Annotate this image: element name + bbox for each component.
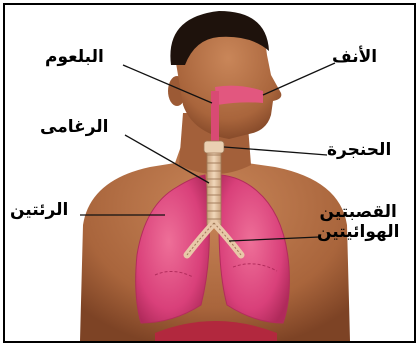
diagram-frame: الأنف البلعوم الرغامى الحنجرة الرئتين ال… bbox=[3, 3, 416, 343]
label-lungs: الرئتين bbox=[10, 201, 68, 221]
leader-line-nose bbox=[263, 63, 335, 95]
larynx-shape bbox=[204, 141, 224, 153]
label-bronchi: القصبتين الهوائيتين bbox=[317, 203, 399, 242]
trachea-tube bbox=[207, 145, 221, 225]
label-trachea: الرغامى bbox=[40, 118, 109, 138]
label-pharynx: البلعوم bbox=[45, 48, 104, 68]
pharynx-shape bbox=[211, 91, 219, 145]
label-larynx: الحنجرة bbox=[327, 141, 391, 161]
label-bronchi-line1: القصبتين bbox=[317, 203, 399, 223]
label-nose: الأنف bbox=[332, 48, 377, 68]
label-bronchi-line2: الهوائيتين bbox=[317, 223, 399, 243]
